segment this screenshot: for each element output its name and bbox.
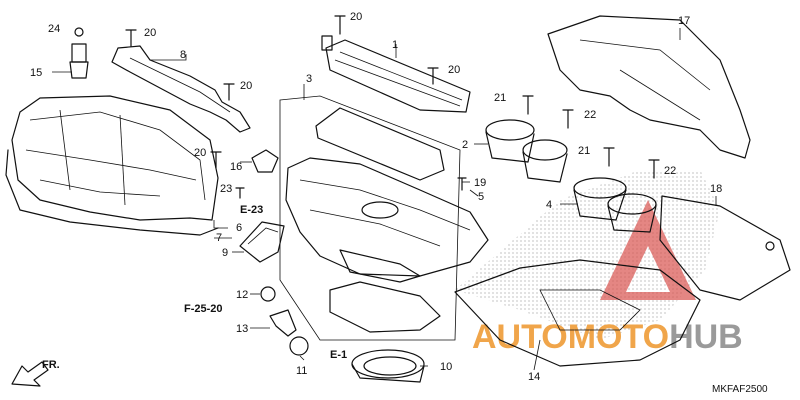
part-13-hose	[269, 309, 297, 337]
part-8-bracket	[111, 45, 251, 133]
leader-lines	[52, 28, 717, 371]
part-18-plate	[659, 195, 791, 301]
part-4-intake-tubes	[573, 177, 657, 233]
ref-e23: E-23	[240, 204, 263, 216]
callout-16: 16	[230, 161, 242, 173]
part-15-grommet	[69, 27, 89, 79]
callout-13: 13	[236, 323, 248, 335]
shaded-area	[455, 170, 720, 340]
ref-e1: E-1	[330, 349, 347, 361]
watermark-triangle	[600, 200, 696, 300]
airbox-upper-housing	[285, 157, 489, 283]
callout-21a: 21	[494, 92, 506, 104]
callout-6: 6	[236, 222, 242, 234]
callout-17: 17	[678, 15, 690, 27]
part-3-boundary	[279, 95, 461, 341]
callout-21b: 21	[578, 145, 590, 157]
part-10-funnel	[351, 349, 425, 383]
callouts: 1 2 3 4 5 6 7 8 9 10 11 12 13 14 15 16 1…	[30, 11, 722, 383]
callout-10: 10	[440, 361, 452, 373]
callout-20b: 20	[144, 27, 156, 39]
callout-2: 2	[462, 139, 468, 151]
callout-1: 1	[392, 39, 398, 51]
part-7-airbox-lower-case	[5, 95, 219, 236]
callout-22b: 22	[664, 165, 676, 177]
watermark-text-automoto: AUTOMOTO	[472, 318, 669, 356]
callout-18: 18	[710, 183, 722, 195]
direction-label: FR.	[42, 359, 60, 371]
callout-9: 9	[222, 247, 228, 259]
callout-12: 12	[236, 289, 248, 301]
callout-8: 8	[180, 49, 186, 61]
callout-15: 15	[30, 67, 42, 79]
svg-text:AUTOMOTOHUB: AUTOMOTOHUB	[472, 318, 743, 356]
callout-20a: 20	[350, 11, 362, 23]
diagram-code: MKFAF2500	[712, 384, 768, 395]
part-seal-lower	[329, 281, 441, 333]
part-3-seal	[315, 107, 445, 181]
callout-24: 24	[48, 23, 60, 35]
part-1-air-cleaner-element	[321, 35, 471, 113]
part-14-base-plate	[454, 259, 701, 367]
watermark: AUTOMOTOHUB	[472, 200, 743, 356]
part-11-ring	[289, 336, 309, 356]
callout-7: 7	[216, 232, 222, 244]
callout-3: 3	[306, 73, 312, 85]
callout-20c: 20	[240, 80, 252, 92]
watermark-text-hub: HUB	[669, 318, 743, 356]
callout-11: 11	[296, 365, 307, 377]
callout-20e: 20	[194, 147, 206, 159]
part-9-duct	[239, 221, 285, 263]
callout-23: 23	[220, 183, 232, 195]
callout-14: 14	[528, 371, 540, 383]
part-2-intake-tubes	[485, 119, 568, 183]
direction-arrow: FR.	[11, 359, 60, 387]
callout-4: 4	[546, 199, 552, 211]
part-17-cover	[547, 15, 751, 159]
callout-20d: 20	[448, 64, 460, 76]
part-12-ring	[260, 286, 276, 302]
part-16-clamp	[251, 149, 279, 173]
callout-22a: 22	[584, 109, 596, 121]
ref-f2520: F-25-20	[184, 303, 223, 315]
bolts	[125, 15, 660, 199]
reference-labels: E-23 F-25-20 E-1	[184, 204, 347, 361]
callout-19: 19	[474, 177, 486, 189]
callout-5: 5	[478, 191, 484, 203]
